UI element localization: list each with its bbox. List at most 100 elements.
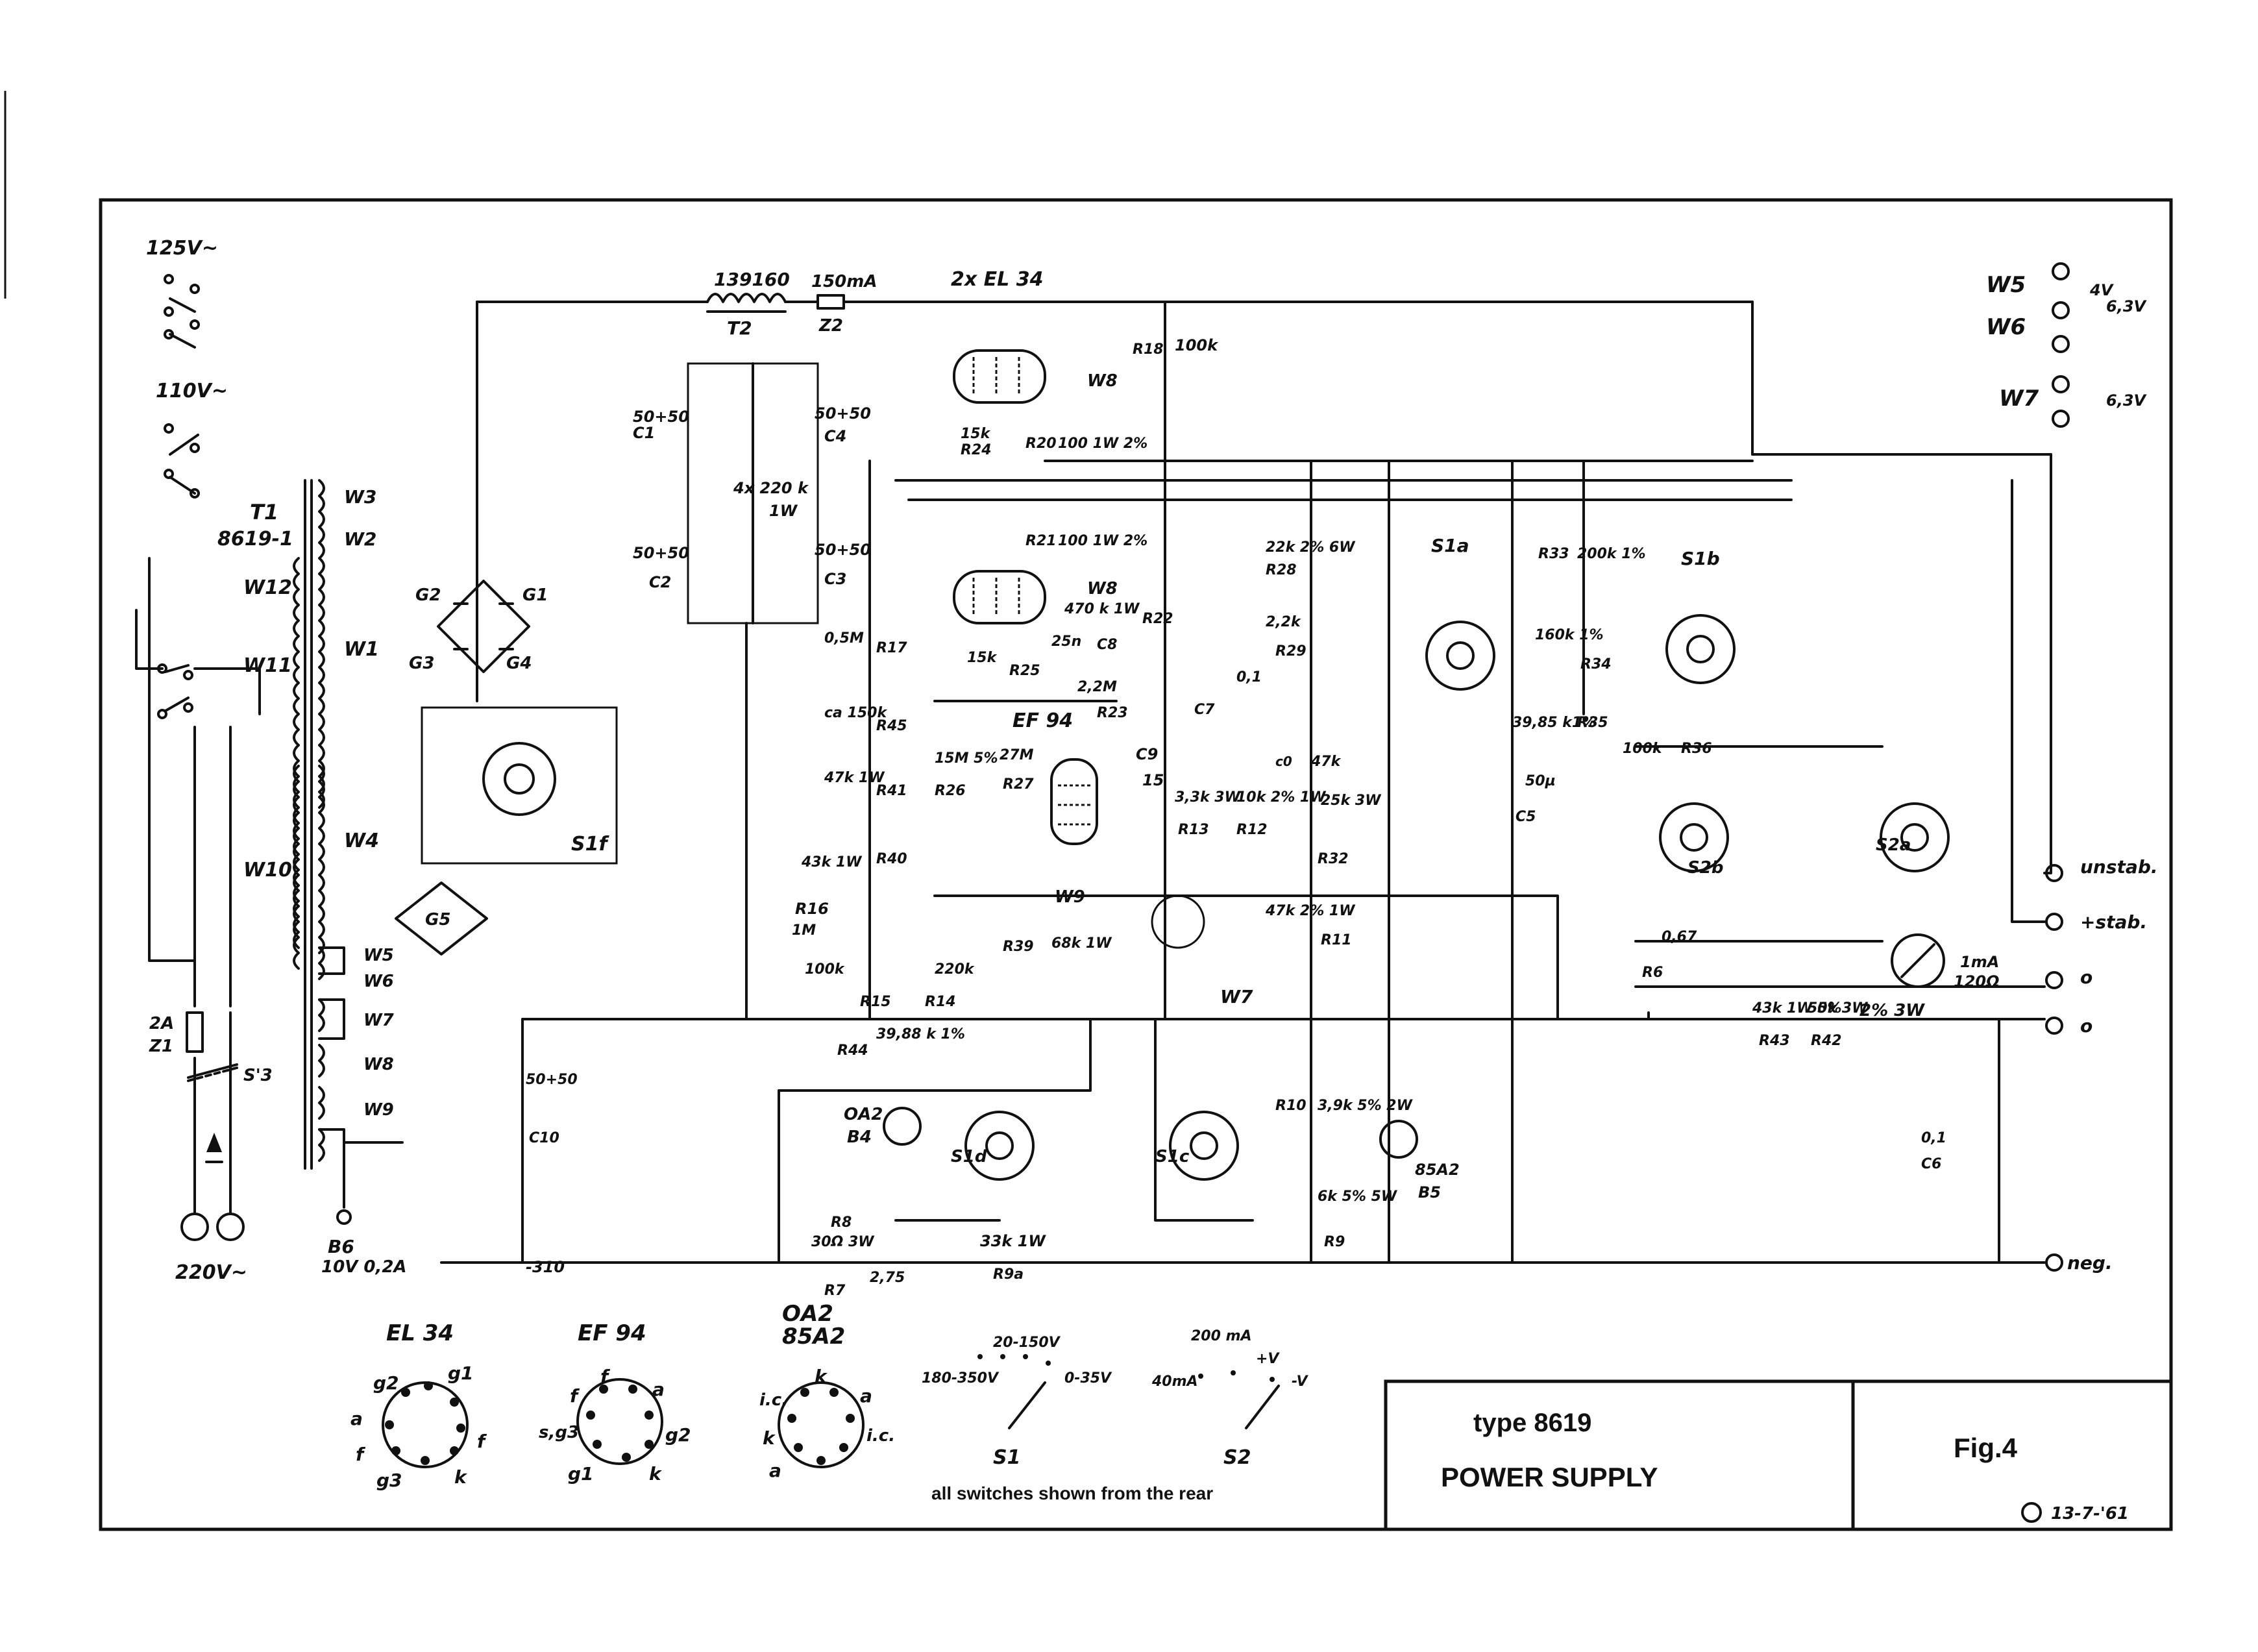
- ref-tube-b4: OA2 B4: [844, 1105, 922, 1147]
- ref-tube-b5-ref: B5: [1418, 1183, 1441, 1202]
- winding-w9: W9: [363, 1100, 394, 1120]
- cap-c3-value: 50+50: [815, 541, 871, 559]
- resistor-labels-right: R33 200k 1% 160k 1% R34 39,85 k1% R35 50…: [526, 546, 1946, 1172]
- cap-c8-value: 25n: [1051, 634, 1081, 650]
- out-w5: W5: [1986, 272, 2026, 298]
- res-r20-ref: R20: [1025, 436, 1057, 452]
- res-r15-ref: R13: [1178, 822, 1209, 838]
- pinout-oa2: OA2 85A2 i.c. k a k i.c. a: [759, 1301, 895, 1481]
- res-r9a-ref: R7: [824, 1283, 846, 1299]
- res-r29-ref: R29: [1275, 643, 1307, 660]
- ef94-pin-f2: f: [600, 1366, 611, 1387]
- oa2-pin-k2: k: [763, 1427, 776, 1449]
- res-r35-value: 39,85 k1%: [1512, 715, 1596, 731]
- cap-c7-value: 0,1: [1236, 669, 1262, 685]
- switch-s1d-label: S1d: [951, 1147, 987, 1166]
- res-r36-value: 100k: [1623, 741, 1663, 757]
- rectifier-g1: G1: [522, 586, 548, 605]
- res-r22-value: 470 k 1W: [1064, 601, 1140, 617]
- oa2-pin-ic2: i.c.: [866, 1426, 895, 1446]
- res-r37-ref: R39: [1003, 939, 1034, 955]
- switch-s1b-label: S1b: [1681, 548, 1720, 569]
- cap-c2-ref: C2: [649, 573, 671, 591]
- res-r45-value: 1M: [792, 922, 816, 939]
- switch-s1e: W7: [1151, 894, 1253, 1007]
- ref-tube-b5: 85A2 B5: [1379, 1120, 1460, 1202]
- ref-tube-b4-type: OA2: [844, 1105, 883, 1124]
- res-r13-ref: R11: [1321, 932, 1352, 948]
- drawing-title: POWER SUPPLY: [1441, 1462, 1658, 1492]
- cap-c1-ref: C1: [633, 424, 655, 442]
- label-125v: 125V~: [146, 237, 218, 260]
- res-r40-ref: R45: [876, 718, 907, 734]
- cap-c5-ref: C5: [1516, 809, 1536, 825]
- shunt-note: 2% 3W: [1859, 1001, 1925, 1020]
- fuse-ref: Z1: [149, 1037, 173, 1056]
- rectifier-g5: G5: [425, 910, 450, 930]
- bleeder-power: 1W: [769, 502, 798, 520]
- switch-s1f-label: S1f: [571, 833, 609, 856]
- pinout-ef94-title: EF 94: [578, 1320, 646, 1346]
- res-r15-value: 3,3k 3W: [1175, 789, 1242, 806]
- winding-w11: W11: [243, 654, 292, 677]
- out-w6: W6: [1986, 314, 2026, 340]
- switch-s1e-label: W7: [1220, 986, 1253, 1007]
- cap-c4-ref: C4: [824, 427, 846, 445]
- ef94-pin-a: a: [652, 1379, 665, 1400]
- out-o1: o: [2080, 967, 2092, 988]
- winding-w7: W7: [363, 1011, 395, 1030]
- res-r26-value: 15M 5%: [935, 750, 998, 767]
- rectifier-bridge-1: G2 G1 G3 G4: [409, 580, 548, 673]
- mains-switch-ref: S'3: [243, 1066, 273, 1085]
- lamp-ref: B6: [328, 1236, 354, 1257]
- res-r18-ref: R18: [1133, 341, 1164, 358]
- el34-pin-f1: f: [356, 1444, 366, 1465]
- cap-c3-ref: C3: [824, 570, 846, 588]
- res-r39-value: 47k 1W: [824, 770, 885, 786]
- winding-w4: W4: [344, 830, 379, 852]
- res-r35-ref: R35: [1577, 715, 1608, 731]
- cap-c6-ref: C6: [1921, 1156, 1941, 1172]
- ref-tube-b5-type: 85A2: [1415, 1161, 1460, 1179]
- res-r21-ref: R21: [1025, 533, 1057, 549]
- draughtsman-mark: [2021, 1502, 2042, 1523]
- res-r45-ref: R16: [795, 900, 829, 918]
- oa2-pin-k1: k: [815, 1366, 828, 1387]
- out-4v: 4V: [2089, 281, 2115, 299]
- ef94-pin-g2: g2: [665, 1424, 691, 1446]
- el34-pin-g3: g3: [376, 1470, 402, 1491]
- winding-w10: W10: [243, 859, 292, 881]
- res-r30-value: c0: [1275, 754, 1292, 769]
- switch-s1a: S1a: [1425, 535, 1495, 691]
- pinout-el34: EL 34 g2 g1 a f f g3 k: [350, 1320, 487, 1491]
- res-r33-value: 200k 1%: [1577, 546, 1646, 562]
- res-r25-ref: R25: [1009, 663, 1040, 679]
- pinout-85a2-title: 85A2: [782, 1324, 845, 1350]
- res-r17-value: 100k: [805, 961, 845, 978]
- res-r27-ref: R27: [1003, 776, 1034, 793]
- res-r24-ref: R24: [961, 442, 992, 458]
- fuse-rating: 2A: [149, 1014, 174, 1033]
- res-r12-value: 3,9k 5% 2W: [1318, 1098, 1414, 1114]
- output-terminals: W5 W6 W7 4V 6,3V 6,3V unstab. +stab. o o…: [1986, 262, 2158, 1274]
- el34-pin-f2: f: [477, 1431, 487, 1452]
- s2-range-left: 40mA: [1151, 1374, 1198, 1390]
- switch-s1a-label: S1a: [1431, 535, 1469, 556]
- heater-w8-bottom: W8: [1087, 579, 1118, 598]
- label-220v: 220V~: [175, 1261, 247, 1284]
- cap-c1-value: 50+50: [633, 408, 689, 426]
- res-r22-ref: R22: [1142, 611, 1173, 627]
- neg-rail-label: -310: [526, 1258, 565, 1276]
- s2-minus-v: -V: [1292, 1374, 1309, 1390]
- el34-pin-g1: g1: [448, 1362, 474, 1384]
- res-r9-value: 30Ω 3W: [811, 1234, 875, 1250]
- pinout-oa2-title: OA2: [782, 1301, 833, 1327]
- res-r26-ref: R26: [935, 783, 966, 799]
- switch-s1b: S1b: [1665, 548, 1736, 684]
- res-r38-ref: R40: [876, 851, 907, 867]
- res-r34-ref: R34: [1580, 656, 1612, 672]
- res-r41-value: 0,5M: [824, 630, 864, 647]
- switch-s2b-label: S2b: [1687, 858, 1723, 878]
- label-110v: 110V~: [156, 380, 228, 402]
